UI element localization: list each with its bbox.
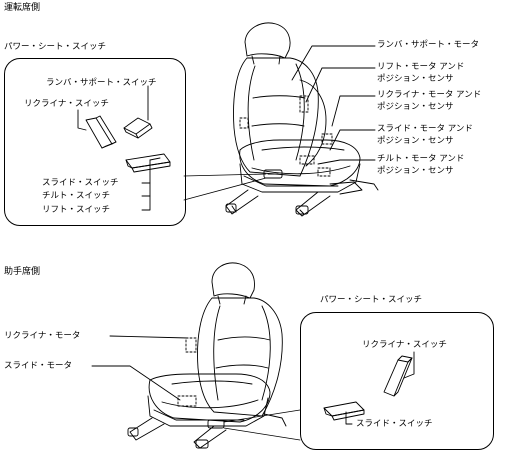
driver-switch-box-title: パワー・シート・スイッチ <box>4 42 107 52</box>
passenger-recliner-switch-icon <box>383 355 413 397</box>
driver-lumbar-switch-label: ランバ・サポート・スイッチ <box>46 78 157 88</box>
passenger-seat-illustration <box>127 262 287 449</box>
driver-lift-motor-label-2: ポジション・センサ <box>377 74 454 84</box>
driver-tilt-switch-label: チルト・スイッチ <box>42 191 111 201</box>
passenger-slide-switch-label: スライド・スイッチ <box>356 419 433 429</box>
driver-lumbar-switch-icon <box>123 117 153 139</box>
driver-lift-motor-label-1: リフト・モータ アンド <box>377 62 465 72</box>
passenger-recliner-switch-label: リクライナ・スイッチ <box>362 340 447 350</box>
driver-recliner-switch-label: リクライナ・スイッチ <box>24 99 109 109</box>
driver-lift-switch-label: リフト・スイッチ <box>42 205 111 215</box>
driver-switch-box <box>4 58 186 226</box>
driver-tilt-motor-label-2: ポジション・センサ <box>377 166 454 176</box>
driver-seat-illustration <box>225 22 379 217</box>
passenger-recliner-motor-label: リクライナ・モータ <box>4 331 81 341</box>
driver-recliner-motor-label-2: ポジション・センサ <box>377 102 454 112</box>
passenger-switch-box <box>300 312 494 450</box>
passenger-switch-box-title: パワー・シート・スイッチ <box>320 295 423 305</box>
driver-tilt-motor-label-1: チルト・モータ アンド <box>377 154 465 164</box>
driver-lumbar-motor-label: ランバ・サポート・モータ <box>377 40 480 50</box>
passenger-section-title: 助手席側 <box>4 267 41 277</box>
driver-recliner-motor-label-1: リクライナ・モータ アンド <box>377 90 482 100</box>
driver-slide-switch-label: スライド・スイッチ <box>42 178 119 188</box>
passenger-slide-motor-label: スライド・モータ <box>4 361 73 371</box>
driver-slide-switch-icon <box>125 153 171 173</box>
driver-slide-motor-label-2: ポジション・センサ <box>377 136 454 146</box>
driver-slide-motor-label-1: スライド・モータ アンド <box>377 124 473 134</box>
driver-section-title: 運転席側 <box>4 3 41 13</box>
passenger-slide-switch-icon <box>323 401 365 421</box>
driver-recliner-switch-icon <box>85 115 117 149</box>
